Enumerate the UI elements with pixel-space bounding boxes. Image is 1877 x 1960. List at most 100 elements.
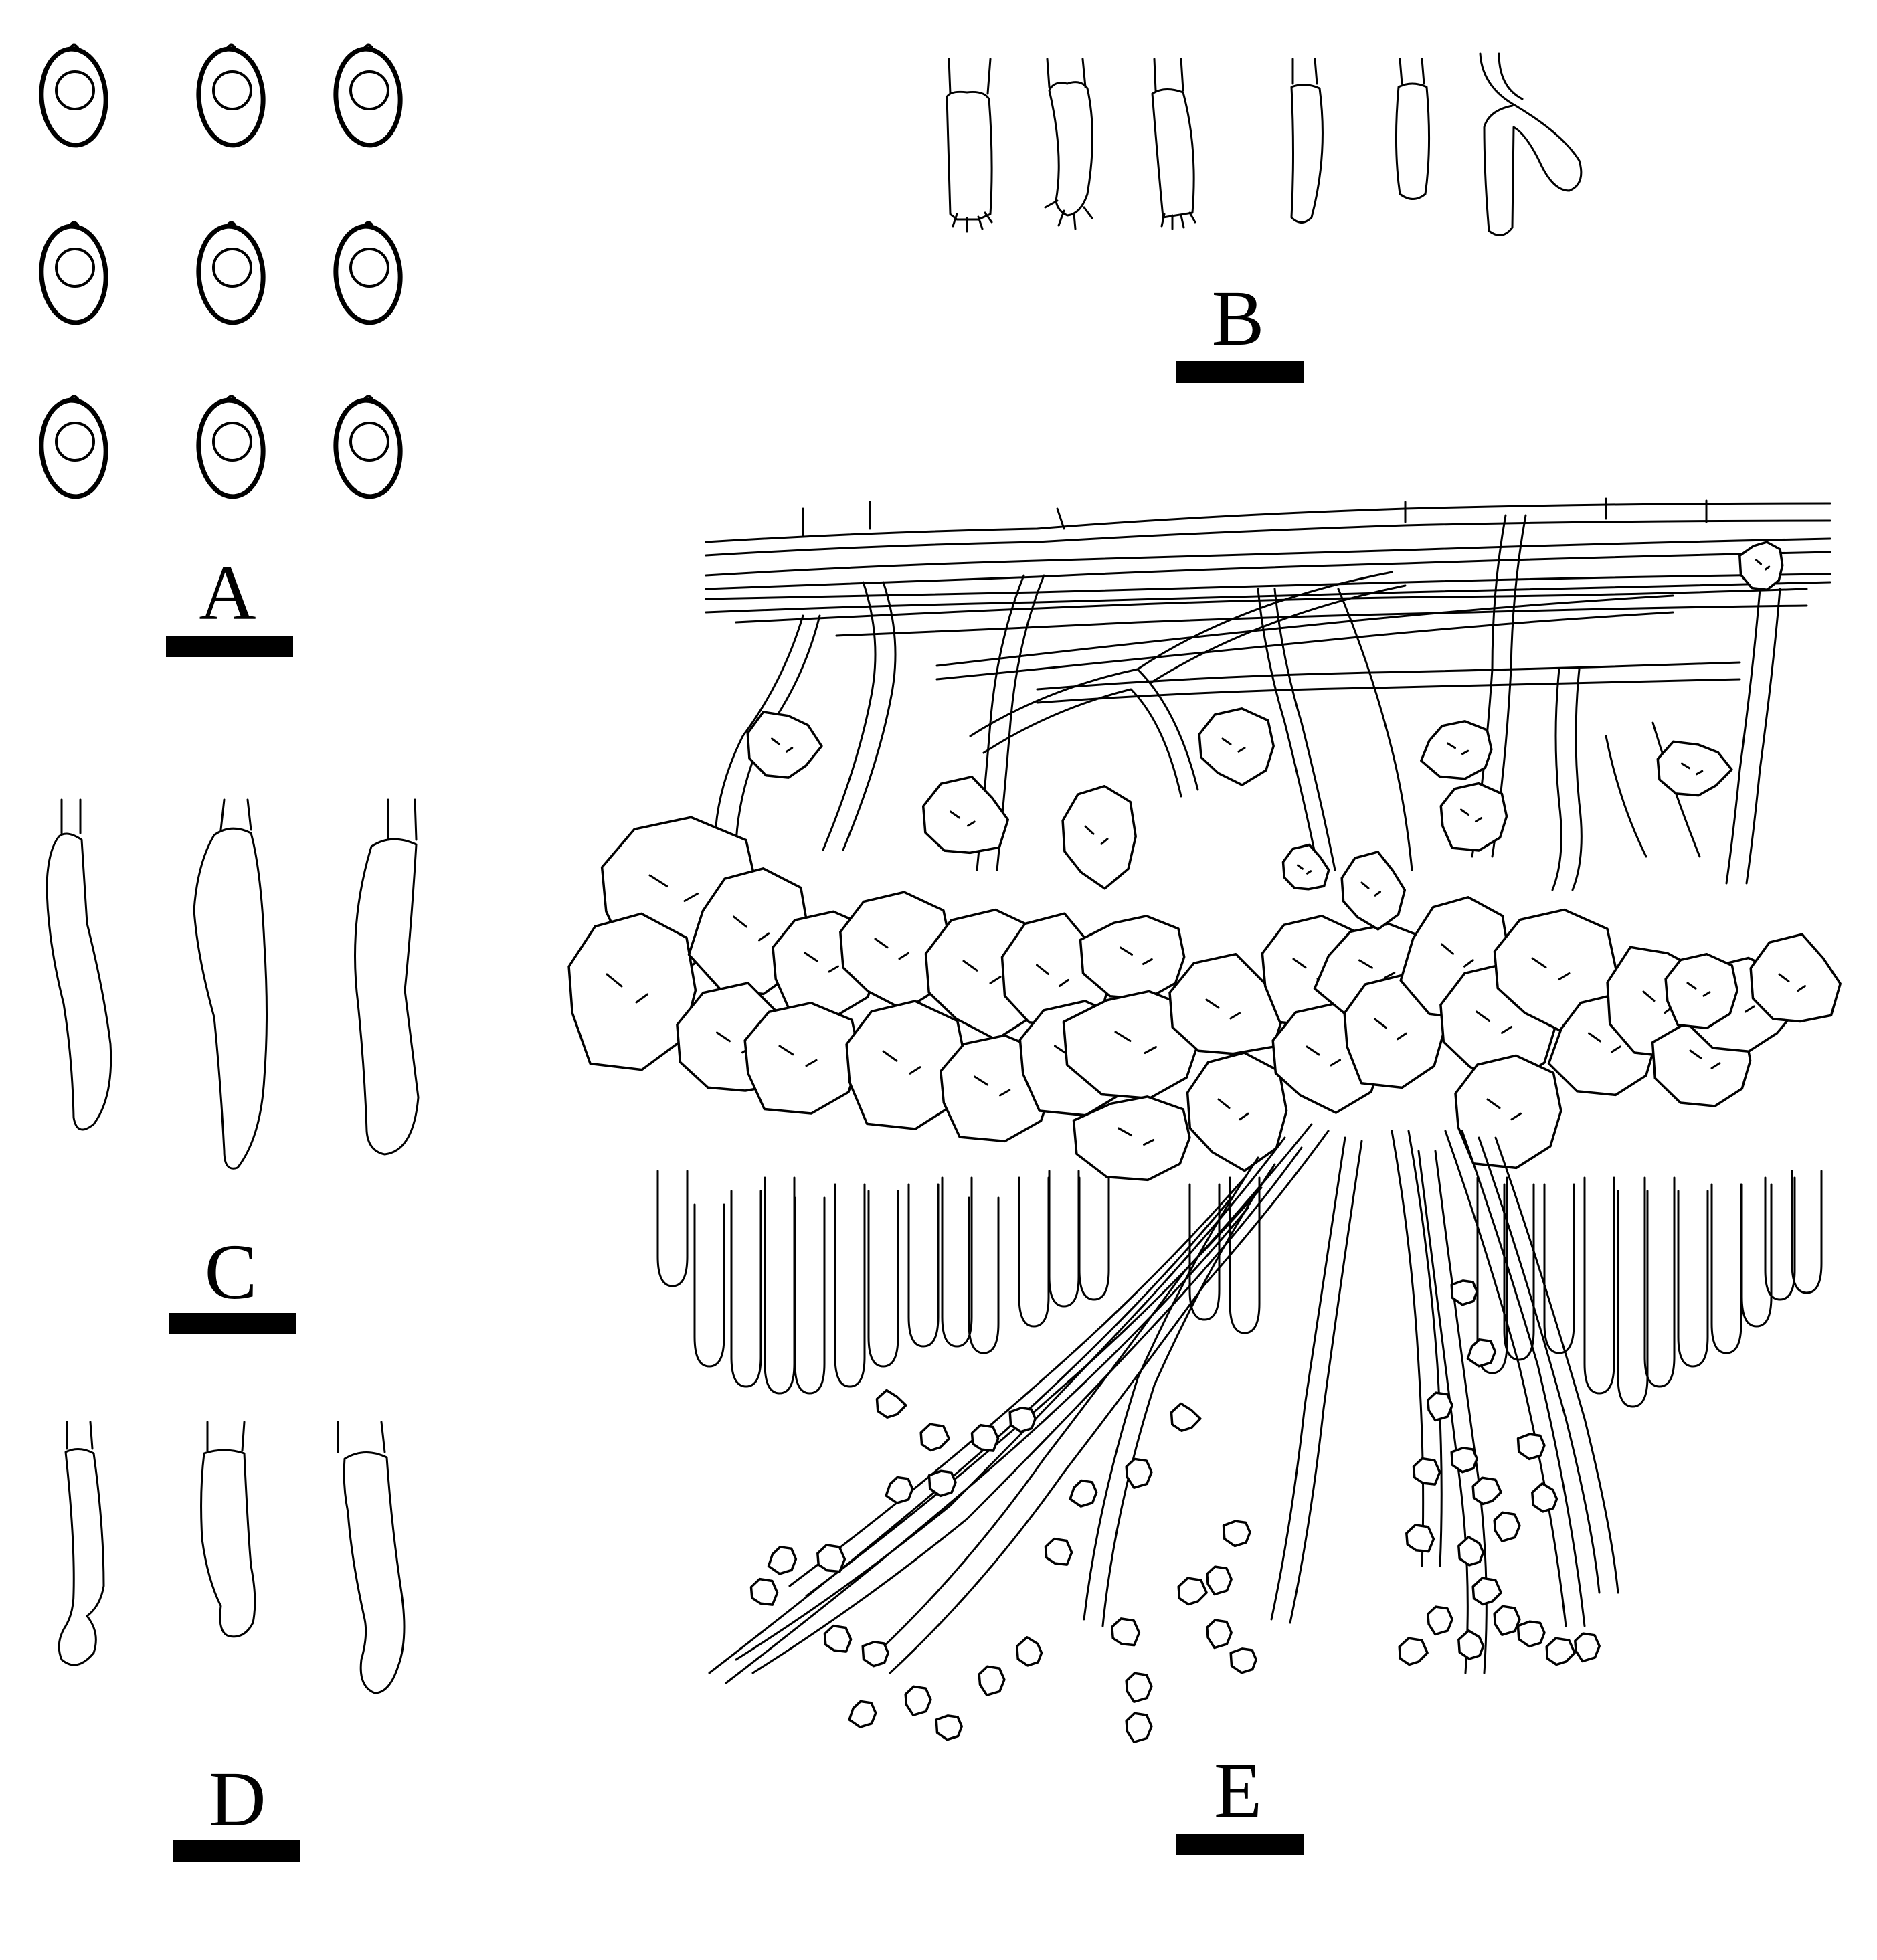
hyphal-club (1543, 1183, 1575, 1354)
hyphal-club (1617, 1190, 1649, 1408)
spore-guttule (212, 70, 252, 110)
crystal-facet (1114, 1031, 1157, 1054)
crystal-facet (1588, 1032, 1621, 1053)
crystal-grain (1457, 1629, 1485, 1660)
spore-wall (39, 397, 108, 499)
spore-apiculus (68, 395, 79, 402)
cystidium-d1 (58, 1421, 105, 1666)
crystal-grain (1427, 1605, 1453, 1636)
crystal-mass (743, 1002, 862, 1115)
crystal-mass (1072, 1095, 1191, 1182)
crystal-mass (1656, 740, 1733, 797)
basidiole-1 (1290, 58, 1324, 224)
subicular-hyphae (705, 497, 1831, 704)
crystal-facet (733, 915, 770, 942)
crystal-grain (1545, 1637, 1576, 1666)
hyphal-club (1188, 1183, 1221, 1321)
crystal-facet (1036, 964, 1069, 987)
crystal-facet (1689, 1049, 1721, 1069)
crystal-grain (1125, 1672, 1153, 1703)
crystal-grain (919, 1423, 950, 1452)
crystal-facet (648, 874, 699, 902)
crystal-facet (962, 960, 1002, 984)
crystal-facet (778, 1045, 818, 1067)
crystal-facet (804, 952, 839, 973)
spore-wall (39, 224, 108, 325)
spore-guttule (55, 422, 95, 462)
trailing-hyphae (708, 1123, 1619, 1684)
crystal-grain (1398, 1637, 1429, 1666)
panel-b: B (946, 52, 1583, 383)
crystal-mass (1281, 843, 1330, 891)
crystal-mass (1420, 720, 1493, 780)
spore-guttule (349, 70, 389, 110)
hyphal-club (867, 1190, 899, 1368)
crystal-grain (1493, 1511, 1521, 1542)
crystal-grain (1450, 1447, 1478, 1474)
hyphal-club (1764, 1176, 1796, 1301)
crystal-grain (1427, 1391, 1453, 1422)
crystal-mass (567, 912, 697, 1071)
crystal-grain (1574, 1632, 1601, 1663)
crystal-grain (1405, 1524, 1435, 1553)
hyphal-club (730, 1190, 762, 1388)
crystal-facet (1531, 957, 1571, 980)
crystal-facet (1755, 559, 1771, 571)
spore-guttule (55, 248, 95, 288)
crystal-facet (1306, 1045, 1341, 1067)
crystal-facet (1686, 982, 1711, 997)
hyphal-ends (656, 1170, 1823, 1408)
hyphal-club (1740, 1183, 1773, 1328)
spore-wall (196, 224, 266, 325)
spore-apiculus (363, 43, 373, 50)
crystal-grain (1412, 1457, 1441, 1486)
crystal-grain (1516, 1433, 1546, 1461)
cystidium-d2 (200, 1421, 256, 1638)
spore-apiculus (226, 395, 236, 402)
descending-hyphae (713, 514, 1781, 891)
crystal-grain (1222, 1520, 1251, 1548)
spore-wall (196, 46, 266, 148)
scale-bar-b (1176, 361, 1304, 383)
crystal-grain (1206, 1619, 1233, 1650)
crystal-grain (1170, 1402, 1202, 1432)
spore (39, 43, 108, 148)
crystal-grain (1450, 1279, 1478, 1306)
crystal-grain (875, 1389, 907, 1419)
spore-apiculus (226, 43, 236, 50)
crystal-facet (771, 737, 794, 753)
crystal-grain (1177, 1577, 1208, 1606)
crystal-mass (1168, 952, 1287, 1055)
hyphal-club (1710, 1183, 1742, 1354)
spore-guttule (55, 70, 95, 110)
hyphal-club (1791, 1170, 1823, 1294)
spore-wall (333, 397, 403, 499)
spore (333, 43, 403, 148)
cystidium-c1 (46, 798, 112, 1131)
crystal-facet (974, 1075, 1011, 1097)
spore-wall (333, 224, 403, 325)
spore (333, 221, 403, 325)
crystal-grain (1069, 1479, 1098, 1508)
crystal-facet (1297, 864, 1312, 875)
spore (196, 221, 266, 325)
crystal-grain (1457, 1536, 1485, 1567)
crystal-facet (950, 810, 976, 827)
crystal-mass (1664, 952, 1738, 1029)
crystal-grain (848, 1700, 877, 1728)
crystal-grain (978, 1665, 1006, 1696)
spore (196, 43, 266, 148)
crystal-grain (904, 1685, 932, 1716)
crystal-mass (1454, 1054, 1562, 1170)
crystal-mass (1749, 933, 1842, 1023)
panel-a: A (39, 43, 403, 657)
basidium-2 (1044, 58, 1093, 230)
crystal-facet (1441, 943, 1474, 968)
panel-label-e: E (1214, 1747, 1262, 1834)
crystal-grain (1125, 1457, 1153, 1489)
spore (39, 395, 108, 499)
spore (333, 395, 403, 499)
crystal-grain (1516, 1620, 1546, 1648)
hyphal-club (968, 1196, 1000, 1354)
